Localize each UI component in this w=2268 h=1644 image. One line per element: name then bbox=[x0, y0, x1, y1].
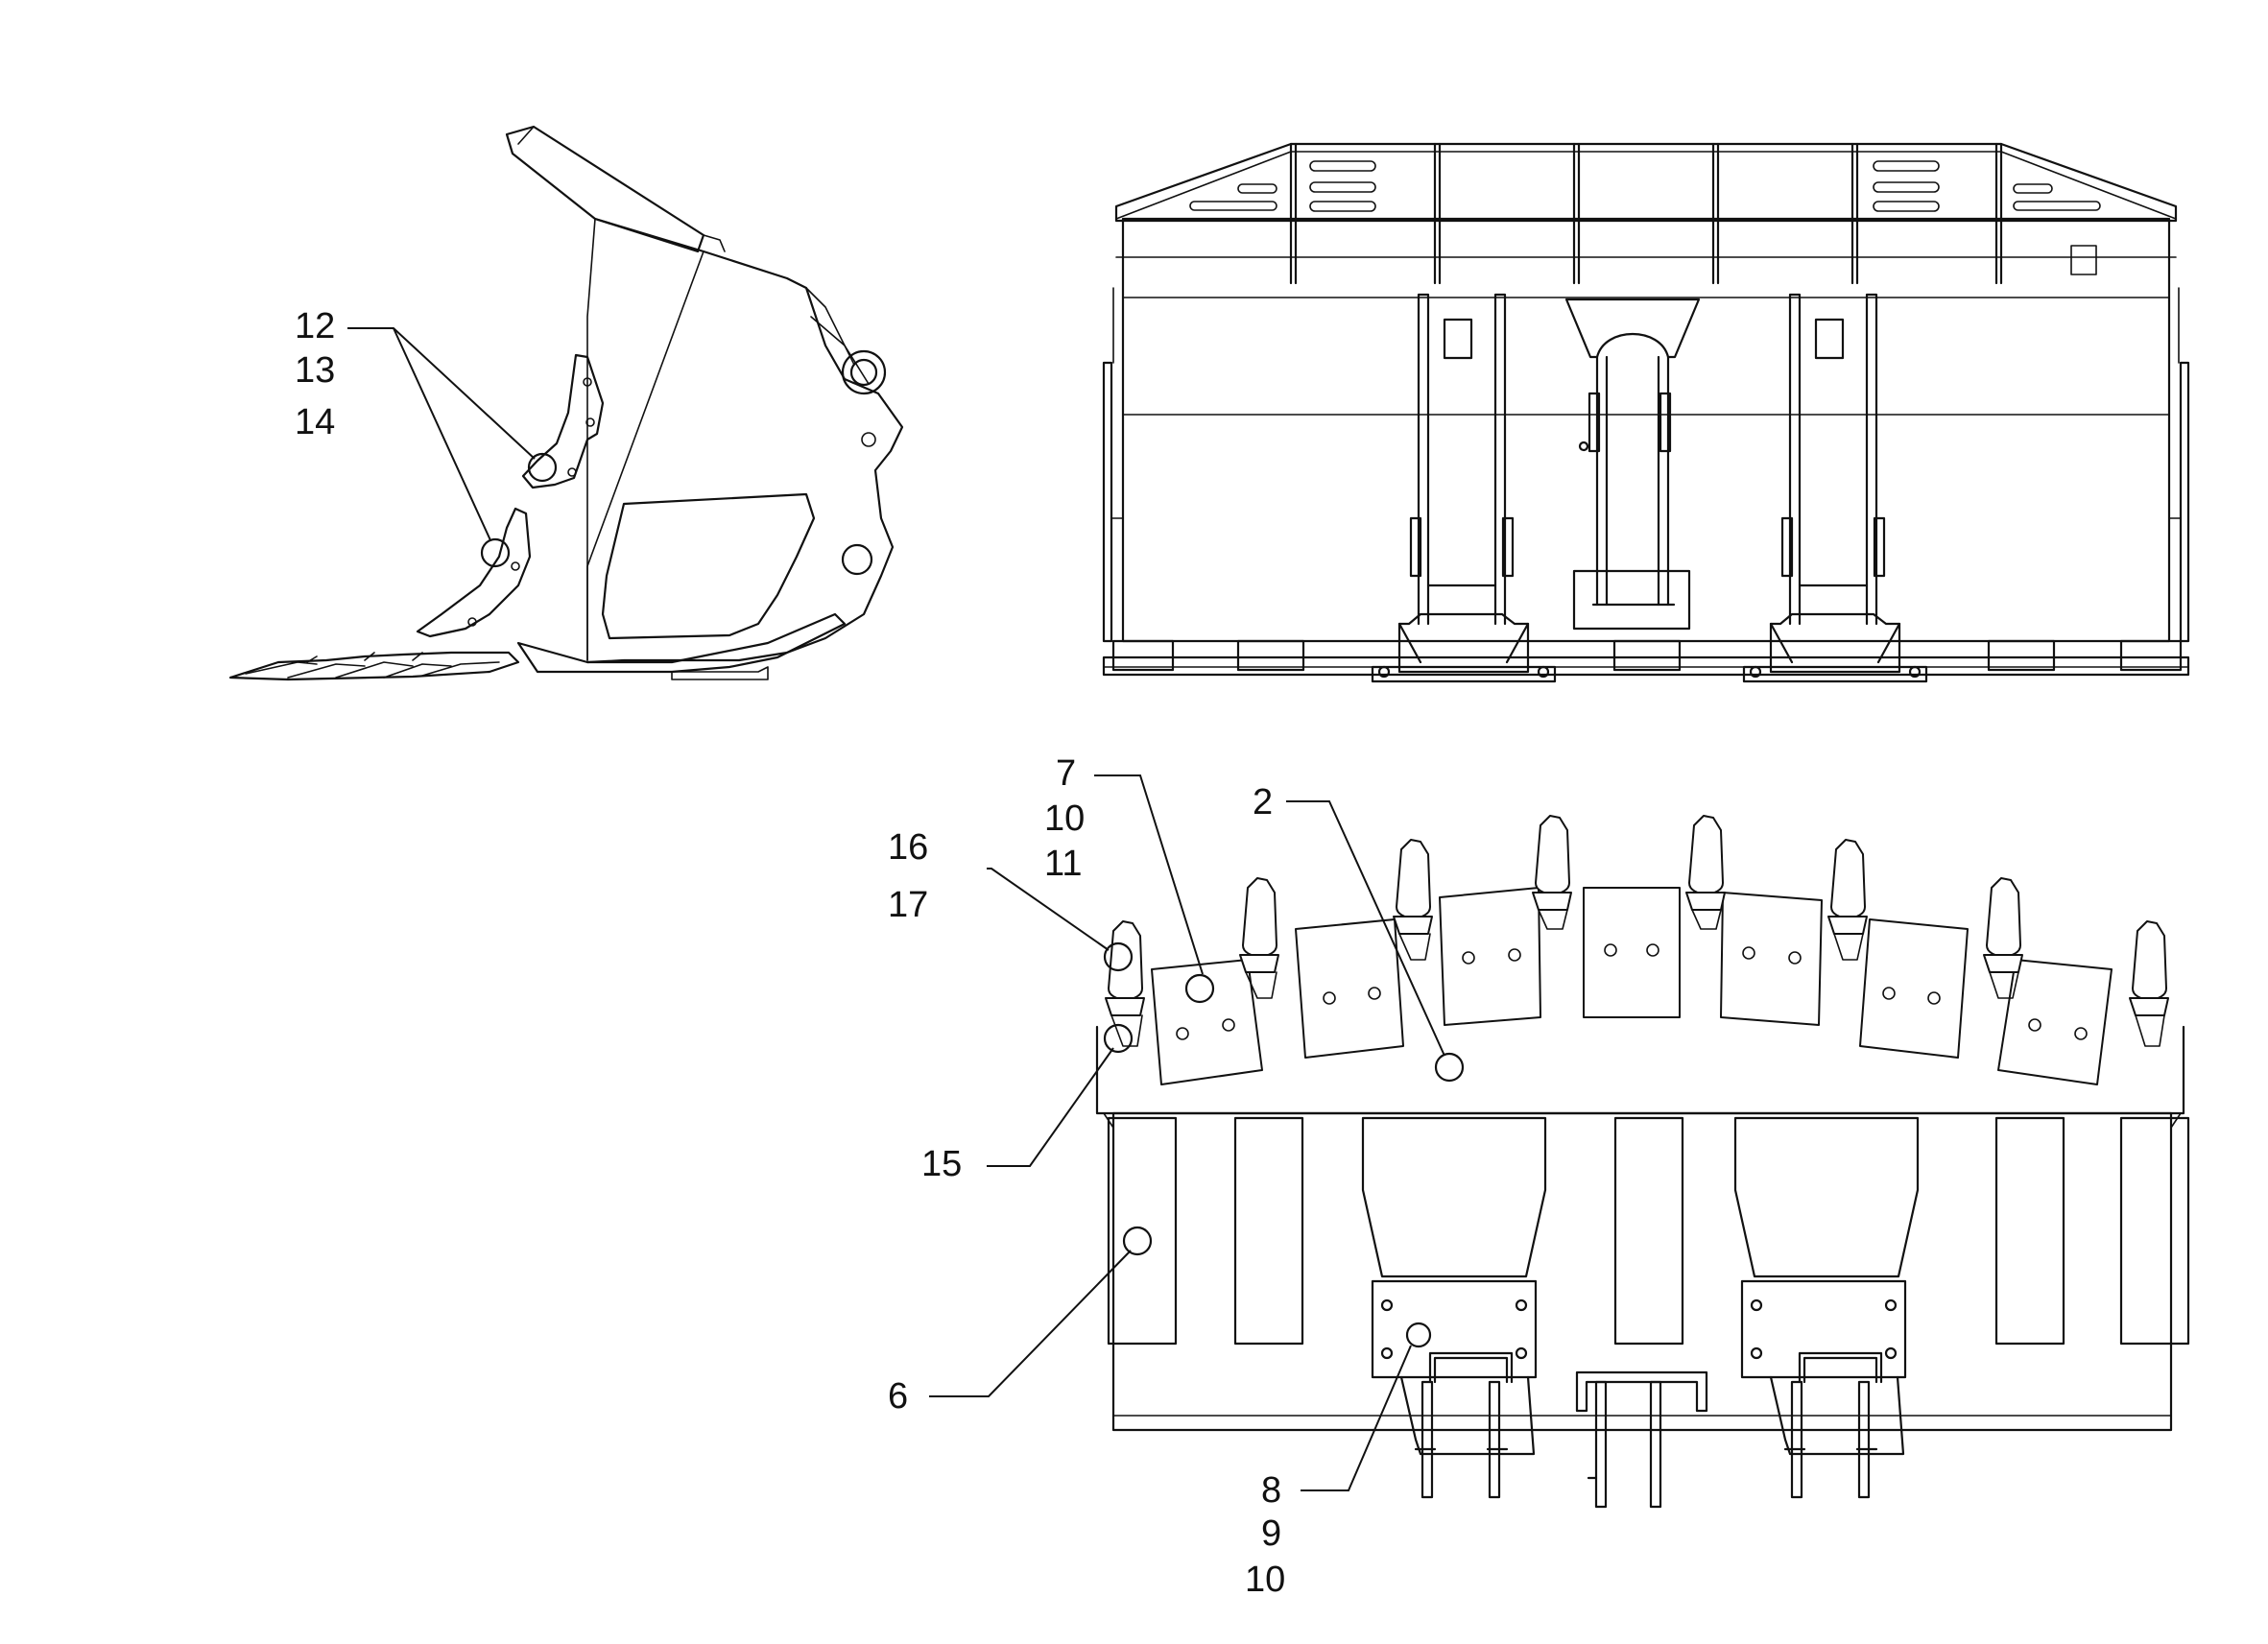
bucket-side-view bbox=[228, 125, 904, 681]
callout-10-upper: 10 bbox=[1044, 798, 1085, 839]
callout-7: 7 bbox=[1056, 753, 1076, 794]
callout-14: 14 bbox=[295, 402, 335, 442]
callout-13: 13 bbox=[295, 350, 335, 391]
callout-8: 8 bbox=[1261, 1470, 1281, 1511]
callout-12: 12 bbox=[295, 306, 335, 346]
callout-17: 17 bbox=[888, 885, 928, 925]
callout-15: 15 bbox=[921, 1144, 962, 1184]
callout-16: 16 bbox=[888, 827, 928, 868]
callout-10-lower: 10 bbox=[1245, 1560, 1285, 1600]
callout-2: 2 bbox=[1253, 782, 1273, 822]
callout-9: 9 bbox=[1261, 1513, 1281, 1554]
leader-lines bbox=[347, 327, 1445, 1491]
bucket-top-view bbox=[1095, 815, 2190, 1509]
callout-11: 11 bbox=[1044, 844, 1082, 884]
callout-6: 6 bbox=[888, 1376, 908, 1417]
bucket-front-view bbox=[1102, 142, 2190, 683]
callout-labels: 12 13 14 7 10 11 2 16 17 15 6 8 9 10 bbox=[295, 306, 1285, 1600]
